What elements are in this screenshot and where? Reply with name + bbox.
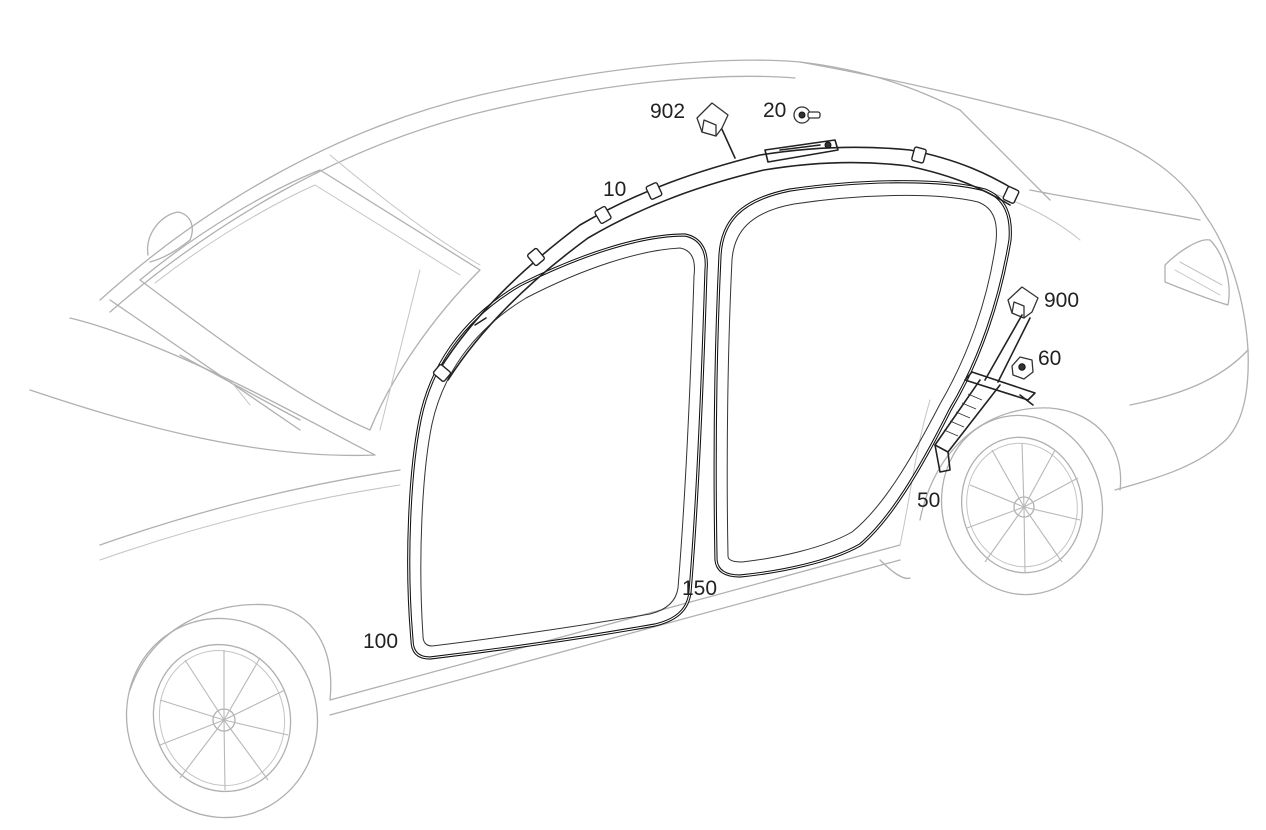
bracket-900-icon xyxy=(1007,286,1039,319)
callout-150: 150 xyxy=(682,577,717,600)
bracket-902-icon xyxy=(696,102,729,137)
curtain-airbag xyxy=(432,124,1020,382)
callout-100: 100 xyxy=(363,630,398,653)
callout-20: 20 xyxy=(763,99,786,122)
callout-60: 60 xyxy=(1038,347,1061,370)
front-door-seal xyxy=(407,233,708,660)
vehicle-body-outline xyxy=(29,59,1249,716)
side-airbag-module-50 xyxy=(934,314,1036,473)
rear-door-seal xyxy=(713,180,1012,578)
rear-wheel xyxy=(940,414,1104,596)
callout-10: 10 xyxy=(603,178,626,201)
callout-900: 900 xyxy=(1044,289,1079,312)
nut-60-icon xyxy=(1011,356,1034,380)
callout-902: 902 xyxy=(650,100,685,123)
callout-50: 50 xyxy=(917,489,940,512)
bolt-20-icon xyxy=(793,106,821,124)
front-wheel xyxy=(125,617,319,819)
